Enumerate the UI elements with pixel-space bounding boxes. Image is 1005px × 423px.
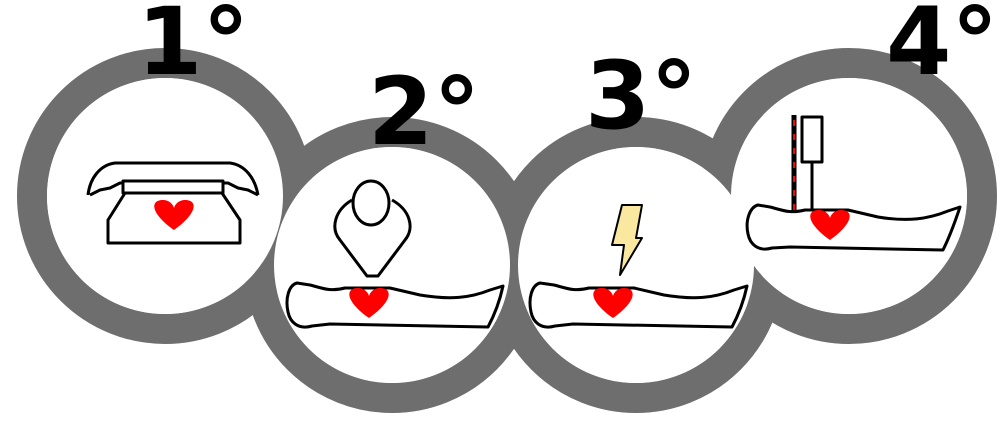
step-4-label: 4° bbox=[886, 0, 998, 90]
step-2-label: 2° bbox=[368, 66, 480, 160]
step-3-label: 3° bbox=[585, 50, 697, 144]
step-1-label: 1° bbox=[137, 0, 249, 90]
